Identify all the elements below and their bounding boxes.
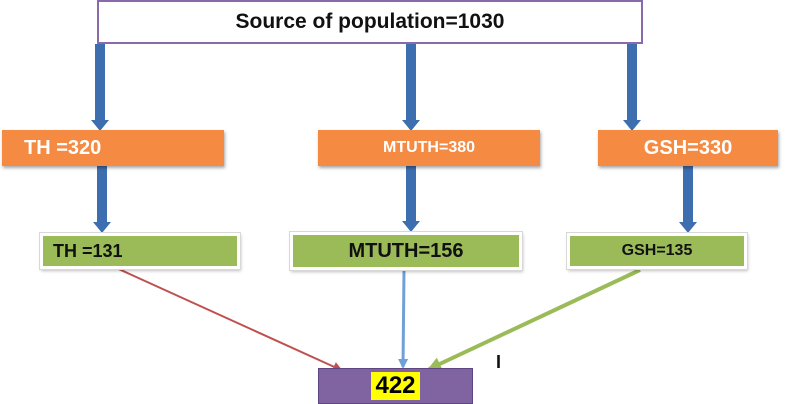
th-population-box: TH =320: [2, 130, 224, 166]
mtuth-sample-box: MTUTH=156: [290, 232, 522, 270]
th-sample-label: TH =131: [53, 240, 123, 261]
gsh-sample-box: GSH=135: [567, 233, 747, 269]
gsh-population-label: GSH=330: [643, 136, 733, 159]
total-sample-box: 422: [318, 368, 473, 404]
arrow-mtuth-sample-to-result: [398, 270, 409, 369]
arrow-gsh-to-gsh-sample: [679, 166, 697, 233]
total-sample-value: 422: [371, 372, 420, 400]
arrow-gsh-sample-to-result: [427, 268, 641, 371]
th-population-label: TH =320: [24, 136, 102, 159]
arrow-source-to-th: [91, 44, 109, 131]
arrow-th-to-th-sample: [93, 166, 111, 233]
mtuth-sample-label: MTUTH=156: [348, 239, 464, 262]
gsh-sample-label: GSH=135: [621, 242, 693, 259]
source-population-box: Source of population=1030: [97, 0, 643, 44]
mtuth-population-box: MTUTH=380: [318, 130, 540, 166]
arrow-source-to-gsh: [623, 44, 641, 131]
arrow-mtuth-to-mtuth-sample: [402, 166, 420, 232]
arrow-source-to-mtuth: [402, 44, 420, 131]
th-sample-box: TH =131: [40, 233, 240, 269]
source-population-label: Source of population=1030: [235, 10, 505, 33]
mtuth-population-label: MTUTH=380: [382, 139, 476, 156]
stray-mark: I: [496, 352, 502, 372]
gsh-population-box: GSH=330: [598, 130, 778, 166]
arrow-th-sample-to-result: [111, 265, 343, 372]
